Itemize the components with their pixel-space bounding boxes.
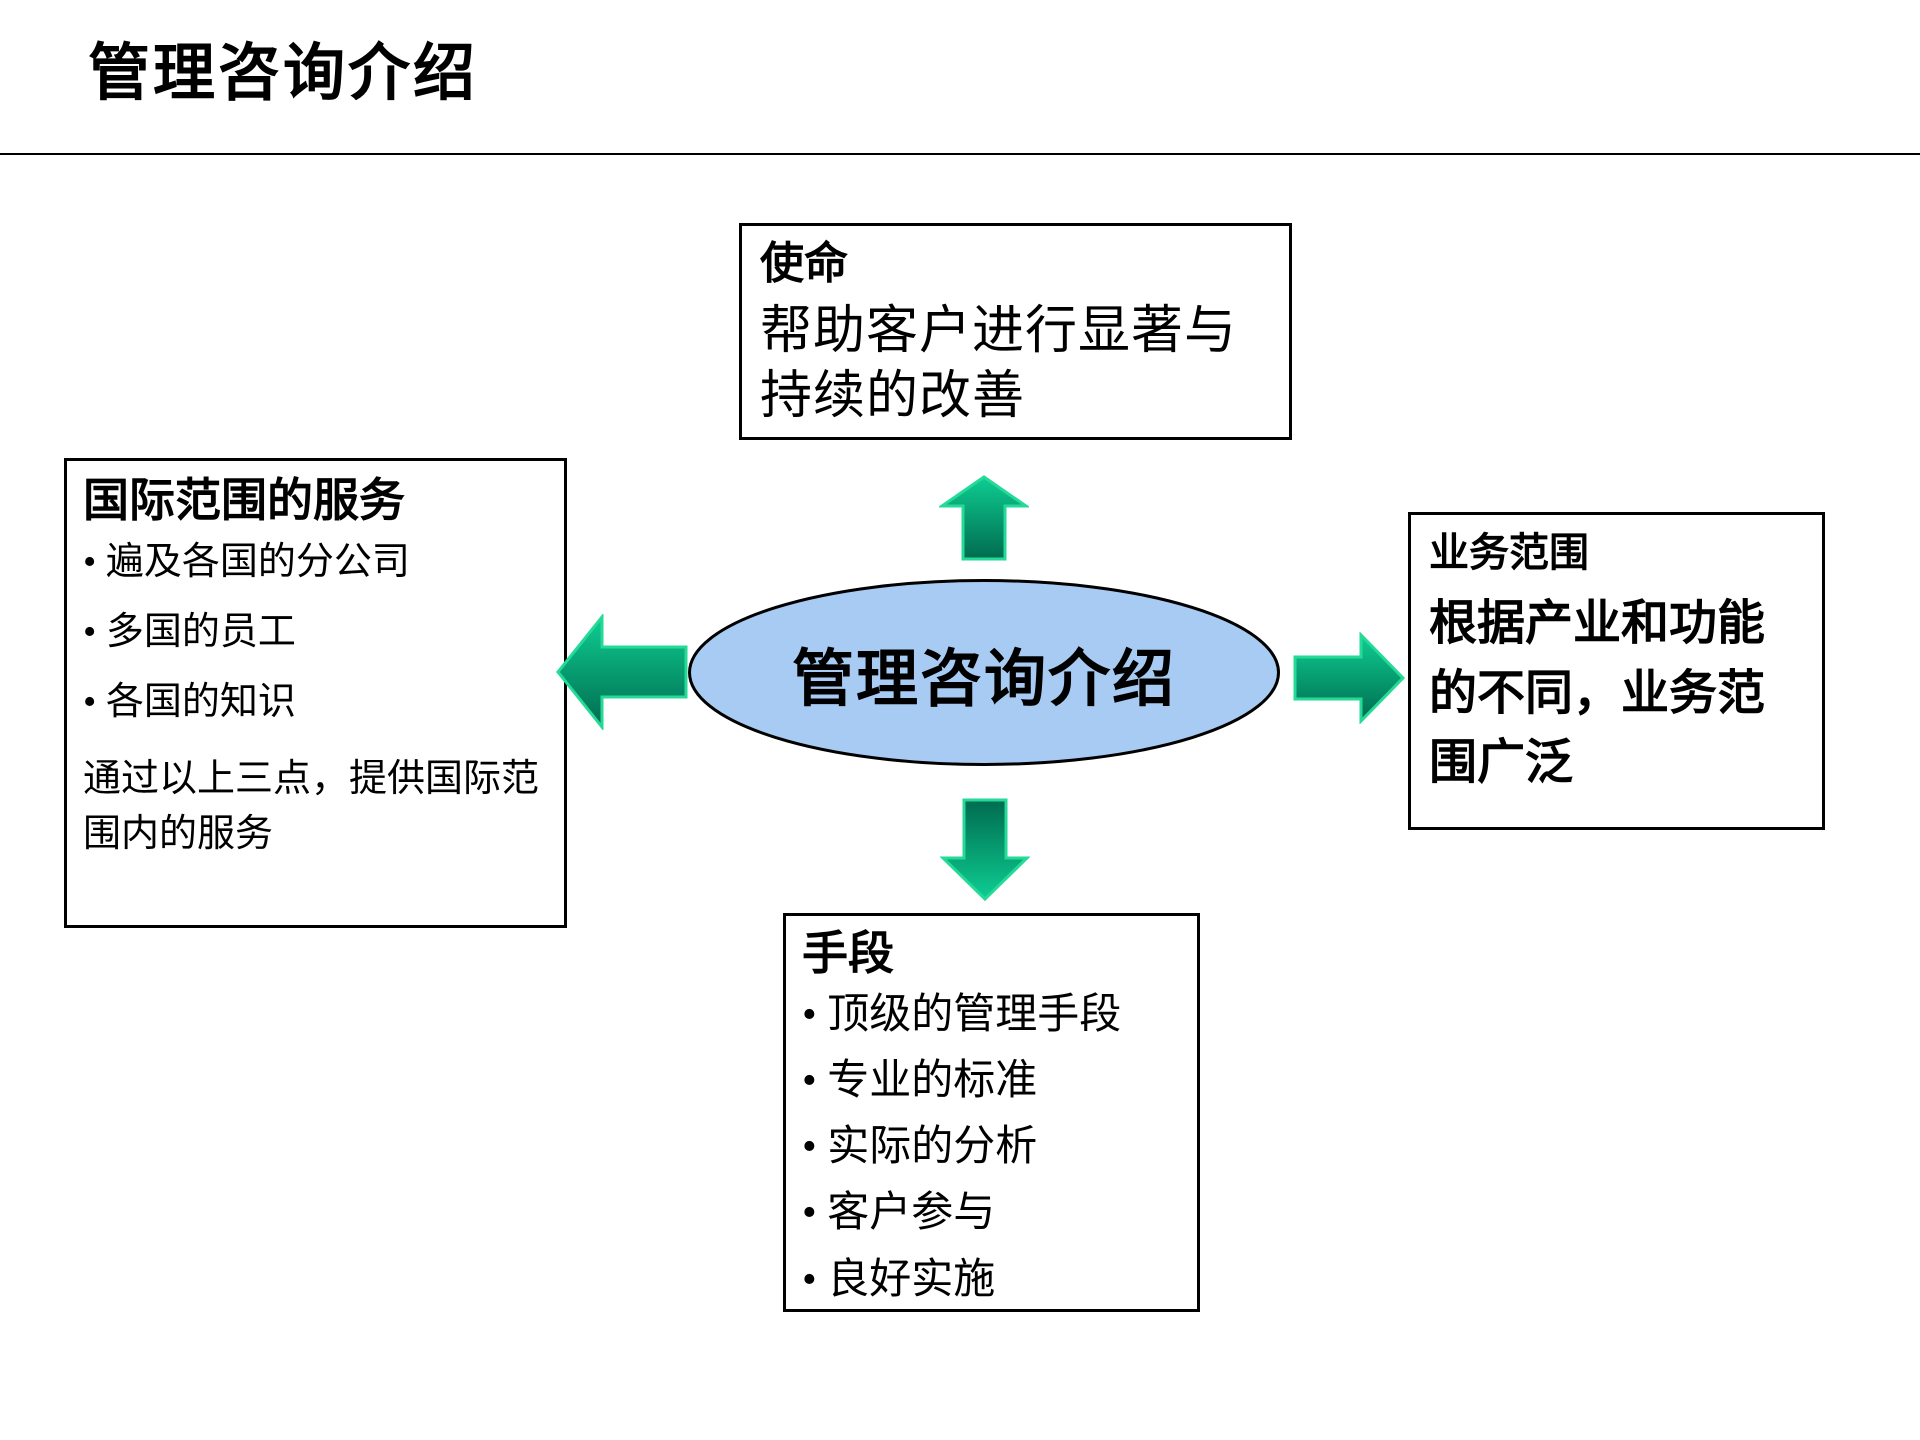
center-label: 管理咨询介绍 xyxy=(791,644,1176,714)
center-ellipse xyxy=(688,579,1280,766)
business-scope-box: 业务范围 根据产业和功能的不同，业务范围广泛 xyxy=(1408,512,1825,830)
list-item: 专业的标准 xyxy=(802,1059,1181,1103)
mission-box: 使命 帮助客户进行显著与持续的改善 xyxy=(739,223,1292,440)
list-item: 顶级的管理手段 xyxy=(802,993,1181,1037)
business-scope-body: 根据产业和功能的不同，业务范围广泛 xyxy=(1429,597,1766,790)
business-scope-heading: 业务范围 xyxy=(1429,531,1589,575)
center-ellipse-shape xyxy=(688,579,1280,766)
list-item: 客户参与 xyxy=(802,1191,1181,1235)
international-services-summary: 通过以上三点，提供国际范围内的服务 xyxy=(83,757,540,855)
arrow-down-icon xyxy=(940,798,1030,902)
international-services-box: 国际范围的服务 遍及各国的分公司 多国的员工 各国的知识 通过以上三点，提供国际… xyxy=(64,458,567,928)
methods-box: 手段 顶级的管理手段 专业的标准 实际的分析 客户参与 良好实施 xyxy=(783,913,1200,1312)
arrow-left-icon xyxy=(556,614,688,730)
arrow-right-icon xyxy=(1293,632,1406,724)
methods-heading: 手段 xyxy=(802,927,894,979)
mission-body: 帮助客户进行显著与持续的改善 xyxy=(760,302,1238,425)
title-divider xyxy=(0,153,1920,155)
mission-heading: 使命 xyxy=(760,239,848,288)
methods-list: 顶级的管理手段 专业的标准 实际的分析 客户参与 良好实施 xyxy=(802,993,1181,1302)
list-item: 遍及各国的分公司 xyxy=(83,541,548,584)
list-item: 多国的员工 xyxy=(83,611,548,654)
arrow-up-icon xyxy=(939,475,1029,561)
list-item: 各国的知识 xyxy=(83,681,548,724)
list-item: 实际的分析 xyxy=(802,1125,1181,1169)
international-services-heading: 国际范围的服务 xyxy=(83,474,405,526)
list-item: 良好实施 xyxy=(802,1257,1181,1301)
page-title: 管理咨询介绍 xyxy=(88,39,479,108)
international-services-list: 遍及各国的分公司 多国的员工 各国的知识 xyxy=(83,541,548,724)
